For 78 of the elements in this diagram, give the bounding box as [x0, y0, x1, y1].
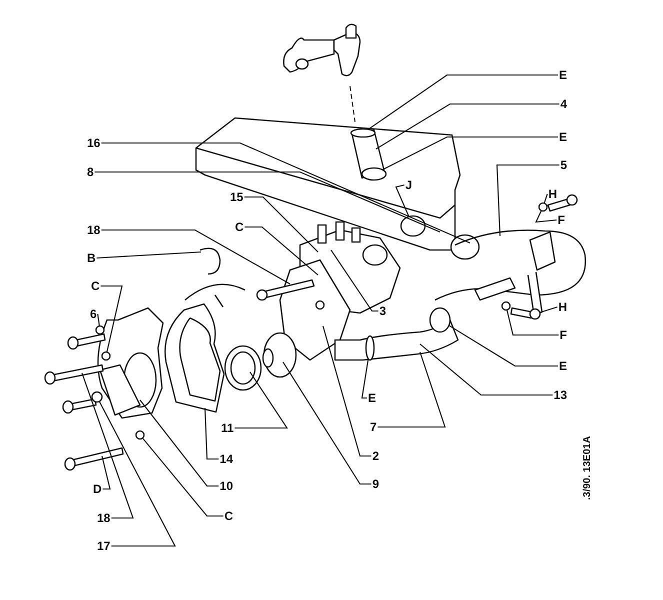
leader-line	[378, 352, 446, 428]
hose	[434, 230, 586, 301]
leader-line	[376, 103, 560, 150]
callout-label: B	[86, 251, 97, 265]
callout-label: 18	[86, 223, 102, 237]
callout-label: E	[558, 359, 568, 373]
callout-label: 5	[559, 158, 568, 172]
leader-line	[282, 362, 372, 485]
leader-line	[140, 400, 219, 487]
callout-label: 11	[220, 421, 235, 435]
washer	[95, 325, 105, 335]
leader-line	[361, 358, 369, 399]
washer	[538, 202, 548, 212]
callout-label: 6	[89, 307, 98, 321]
circlip	[200, 248, 221, 275]
callout-label: F	[556, 213, 566, 227]
leader-line	[506, 310, 559, 336]
callout-label: H	[557, 300, 568, 314]
callout-label: 2	[371, 449, 380, 463]
leader-line	[496, 164, 560, 236]
leader-line	[540, 306, 558, 314]
impeller	[262, 332, 297, 378]
callout-label: C	[223, 509, 234, 523]
leader-line	[204, 408, 219, 460]
leader-line	[97, 314, 100, 326]
engine-block	[195, 117, 461, 251]
leader-line	[142, 438, 224, 517]
bolt-head	[529, 308, 541, 320]
leader-line	[330, 250, 378, 312]
callout-label: 3	[378, 304, 387, 318]
leader-line	[322, 326, 372, 457]
leader-line	[448, 325, 558, 367]
leader-line	[101, 456, 111, 490]
callout-label: 14	[218, 452, 234, 466]
callout-label: 10	[218, 479, 234, 493]
callout-label: 16	[86, 136, 102, 150]
washer	[135, 430, 145, 440]
reference-code: .3/90. 13E01A	[582, 436, 593, 500]
leader-line	[544, 194, 548, 204]
callout-label: E	[558, 130, 568, 144]
leader-line	[420, 344, 553, 396]
callout-label: C	[90, 279, 101, 293]
leader-line	[98, 401, 176, 547]
callout-label: 17	[96, 539, 112, 553]
leader-line	[244, 196, 318, 252]
leader-line	[94, 171, 440, 232]
bolt	[44, 364, 104, 385]
leader-line	[382, 136, 558, 170]
callout-label: 15	[229, 190, 244, 204]
bolt	[256, 279, 315, 301]
callout-label: F	[558, 328, 568, 342]
leader-line	[244, 226, 318, 276]
callout-label: E	[558, 68, 568, 82]
washer	[501, 301, 511, 311]
callout-label: 18	[96, 511, 112, 525]
leader-line	[96, 251, 202, 259]
leader-line	[395, 184, 410, 217]
bolt	[64, 447, 124, 471]
callout-label: 4	[559, 97, 568, 111]
callout-label: D	[92, 482, 103, 496]
callout-label: H	[547, 187, 558, 201]
callout-label: C	[234, 220, 245, 234]
leader-line	[101, 142, 470, 244]
callout-label: 9	[371, 477, 380, 491]
washer	[91, 391, 103, 403]
leader-line	[81, 372, 134, 519]
callout-label: 13	[552, 388, 568, 402]
callout-label: J	[404, 178, 413, 192]
leader-line	[368, 74, 558, 130]
leader-line	[234, 372, 288, 429]
pump-cover	[97, 307, 164, 419]
callout-label: 8	[86, 165, 95, 179]
callout-label: 7	[369, 420, 378, 434]
callout-label: E	[366, 391, 377, 405]
seal-ring	[224, 345, 262, 391]
gasket	[164, 303, 225, 413]
hose-clamp	[429, 307, 451, 333]
leader-line	[535, 210, 557, 223]
